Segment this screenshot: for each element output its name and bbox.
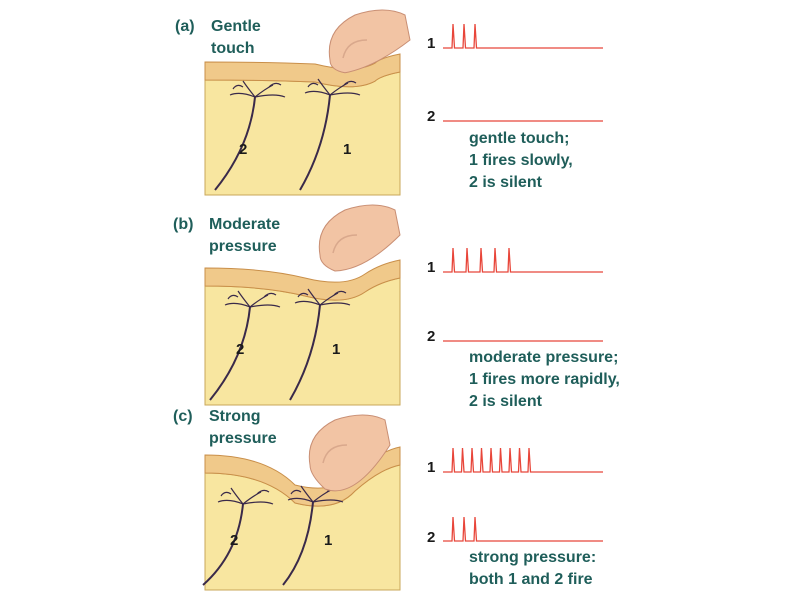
panel-a-neuron-2-label: 2 <box>239 141 247 158</box>
panel-a-caption-line3: 2 is silent <box>469 172 573 194</box>
panel-c-title-line2: pressure <box>209 428 277 450</box>
panel-c-tissue <box>205 465 400 590</box>
panel-c-neuron-1-label: 1 <box>324 532 332 549</box>
trace-c1 <box>443 448 603 472</box>
panel-a-trace-2-label: 2 <box>427 108 435 125</box>
panel-b-caption-line1: moderate pressure; <box>469 347 620 369</box>
panel-a-neuron-1-label: 1 <box>343 141 351 158</box>
panel-c-caption-line1: strong pressure: <box>469 547 596 569</box>
trace-a1 <box>443 24 603 48</box>
trace-b1-line <box>443 248 603 272</box>
panel-a-title-line2: touch <box>211 38 261 60</box>
trace-b1 <box>443 248 603 272</box>
panel-b-trace-2-label: 2 <box>427 328 435 345</box>
panel-b-neuron-2-label: 2 <box>236 341 244 358</box>
trace-a1-line <box>443 24 603 48</box>
panel-c-caption: strong pressure: both 1 and 2 fire <box>469 547 596 591</box>
panel-c-trace-1-label: 1 <box>427 459 435 476</box>
panel-c-caption-line2: both 1 and 2 fire <box>469 569 596 591</box>
panel-b-title-line1: Moderate <box>209 214 280 236</box>
panel-b-caption-line2: 1 fires more rapidly, <box>469 369 620 391</box>
panel-c-neuron-2-label: 2 <box>230 532 238 549</box>
panel-a-tissue <box>205 72 400 195</box>
panel-a-trace-1-label: 1 <box>427 35 435 52</box>
panel-b-letter: (b) <box>173 214 209 236</box>
panel-a-title-line1: Gentle <box>211 16 261 38</box>
panel-b-trace-1-label: 1 <box>427 259 435 276</box>
panel-a-caption: gentle touch; 1 fires slowly, 2 is silen… <box>469 128 573 194</box>
panel-b-neuron-1-label: 1 <box>332 341 340 358</box>
panel-b-caption-line3: 2 is silent <box>469 391 620 413</box>
panel-a-caption-line1: gentle touch; <box>469 128 573 150</box>
trace-c2 <box>443 517 603 541</box>
trace-c2-line <box>443 517 603 541</box>
panel-b-caption: moderate pressure; 1 fires more rapidly,… <box>469 347 620 413</box>
panel-c-letter: (c) <box>173 406 209 428</box>
panel-c-title-line1: Strong <box>209 406 277 428</box>
panel-b-finger <box>319 205 400 271</box>
panel-b-title-line2: pressure <box>209 236 280 258</box>
panel-a-letter: (a) <box>175 16 211 38</box>
trace-c1-line <box>443 448 603 472</box>
panel-b-tissue <box>205 278 400 405</box>
panel-c-trace-2-label: 2 <box>427 529 435 546</box>
panel-a-caption-line2: 1 fires slowly, <box>469 150 573 172</box>
